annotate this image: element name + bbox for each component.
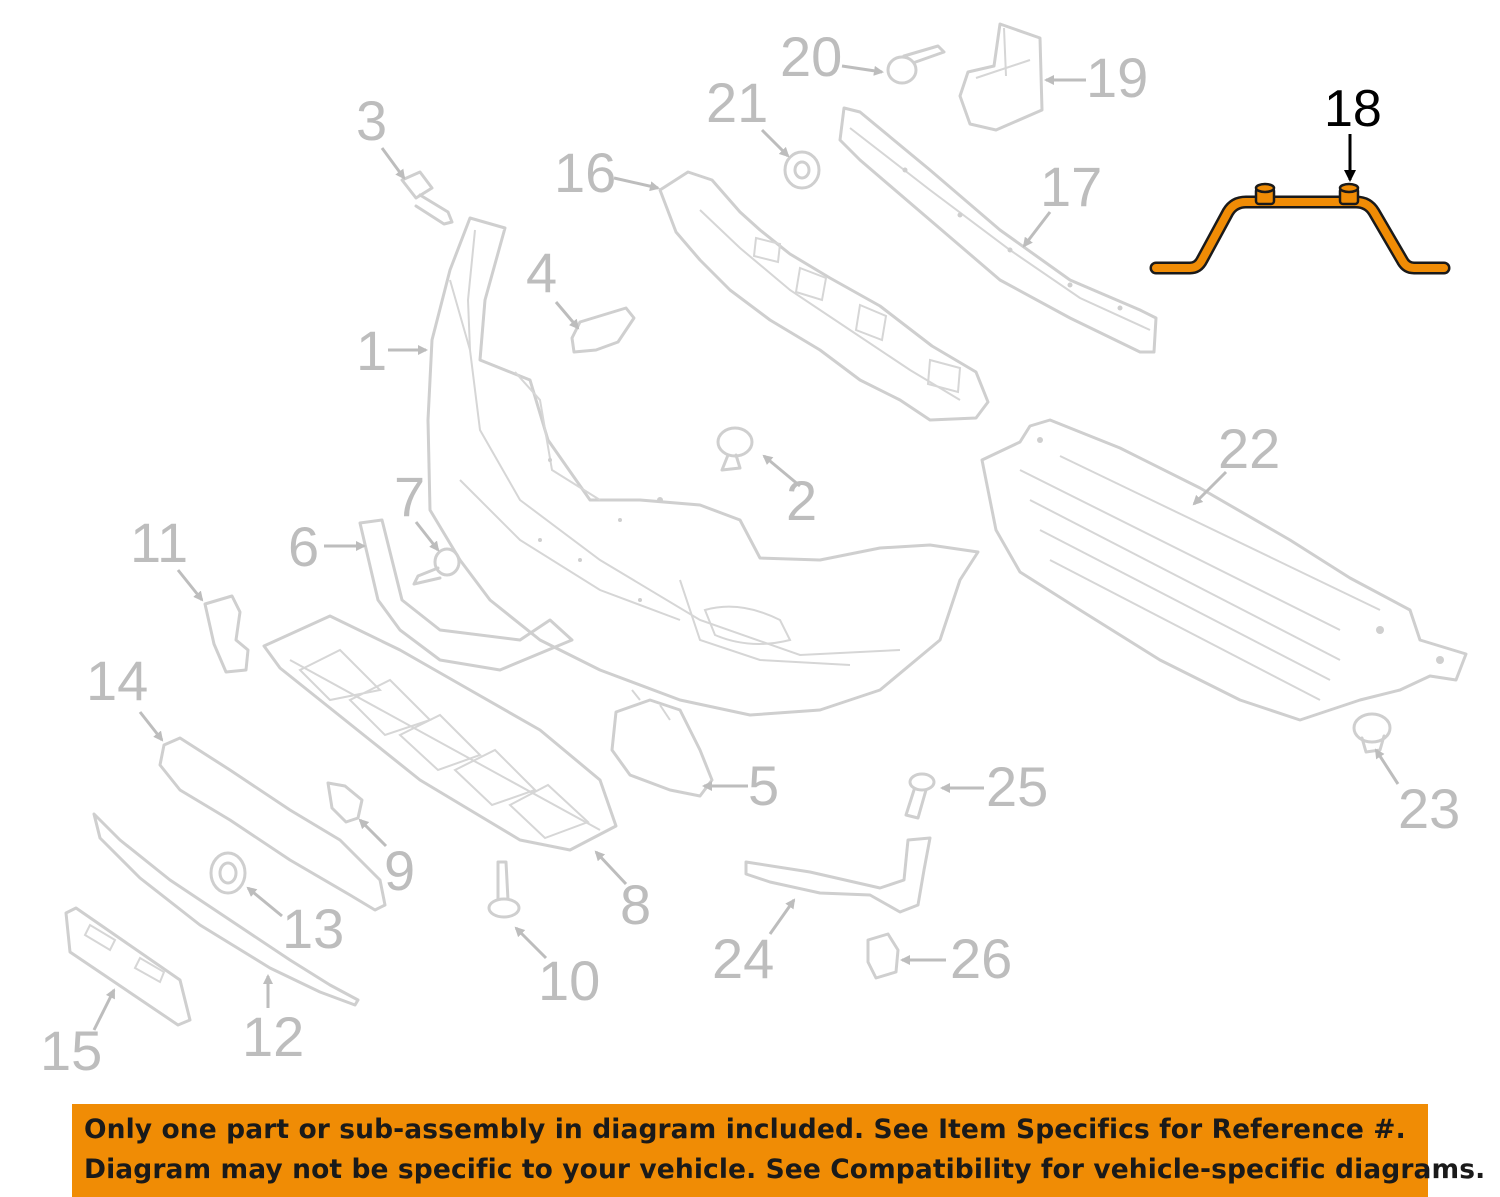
part-6-molding: [358, 518, 574, 672]
callout-25: 25: [986, 755, 1048, 818]
callout-23: 23: [1398, 777, 1460, 840]
callout-5: 5: [748, 754, 779, 817]
part-1-bumper-cover: [426, 216, 980, 717]
part-15-plate-bracket: [64, 906, 192, 1027]
callout-10: 10: [538, 949, 600, 1012]
part-9-bracket: [326, 781, 364, 824]
callout-17: 17: [1040, 155, 1102, 218]
callout-6: 6: [288, 515, 319, 578]
part-10-bolt: [487, 860, 521, 919]
callout-24: 24: [712, 927, 774, 990]
callout-19: 19: [1086, 46, 1148, 109]
part-11-bracket: [203, 594, 250, 674]
part-13-nut: [209, 851, 247, 895]
callout-3: 3: [356, 89, 387, 152]
part-18-highlighted-brace: [1149, 182, 1451, 275]
notice-banner: Only one part or sub-assembly in diagram…: [72, 1104, 1486, 1197]
part-3-bolt: [400, 170, 454, 226]
callout-18: 18: [1324, 80, 1382, 138]
callout-21: 21: [706, 71, 768, 134]
callout-2: 2: [786, 469, 817, 532]
part-20-bolt: [886, 44, 946, 85]
part-26-clip: [866, 932, 900, 980]
callout-11: 11: [130, 511, 188, 574]
part-16-absorber: [658, 170, 990, 422]
callout-8: 8: [620, 873, 651, 936]
part-21-nut: [783, 150, 821, 190]
part-12-strip: [92, 812, 360, 1007]
part-4-bracket: [570, 306, 636, 354]
callout-16: 16: [554, 141, 616, 204]
part-5-fog-cover: [610, 689, 714, 798]
notice-line-2: Diagram may not be specific to your vehi…: [84, 1154, 1486, 1185]
part-17-reinforcement: [838, 106, 1158, 354]
callout-numbers: 1 2 3 4 5 6 7 8 9 10 11 12 13 14 15 16 1…: [40, 25, 1460, 1082]
callout-13: 13: [282, 897, 344, 960]
part-24-bracket: [744, 836, 932, 914]
part-7-clip: [412, 547, 461, 586]
part-25-clip: [904, 772, 936, 820]
callout-12: 12: [242, 1005, 304, 1068]
callout-22: 22: [1218, 417, 1280, 480]
part-14-grille-trim: [158, 736, 387, 912]
callout-7: 7: [394, 465, 425, 528]
part-23-clip: [1352, 712, 1392, 754]
callout-14: 14: [86, 649, 148, 712]
callout-4: 4: [526, 241, 557, 304]
notice-line-1: Only one part or sub-assembly in diagram…: [84, 1114, 1406, 1145]
callout-26: 26: [950, 927, 1012, 990]
leader-lines: [92, 64, 1400, 1031]
part-22-core-support: [980, 418, 1468, 722]
part-19-bracket: [958, 22, 1044, 132]
callout-1: 1: [356, 319, 387, 382]
callout-20: 20: [780, 25, 842, 88]
part-8-lower-grille: [262, 614, 618, 852]
part-2-clip: [716, 426, 754, 472]
callout-15: 15: [40, 1019, 102, 1082]
callout-9: 9: [384, 839, 415, 902]
